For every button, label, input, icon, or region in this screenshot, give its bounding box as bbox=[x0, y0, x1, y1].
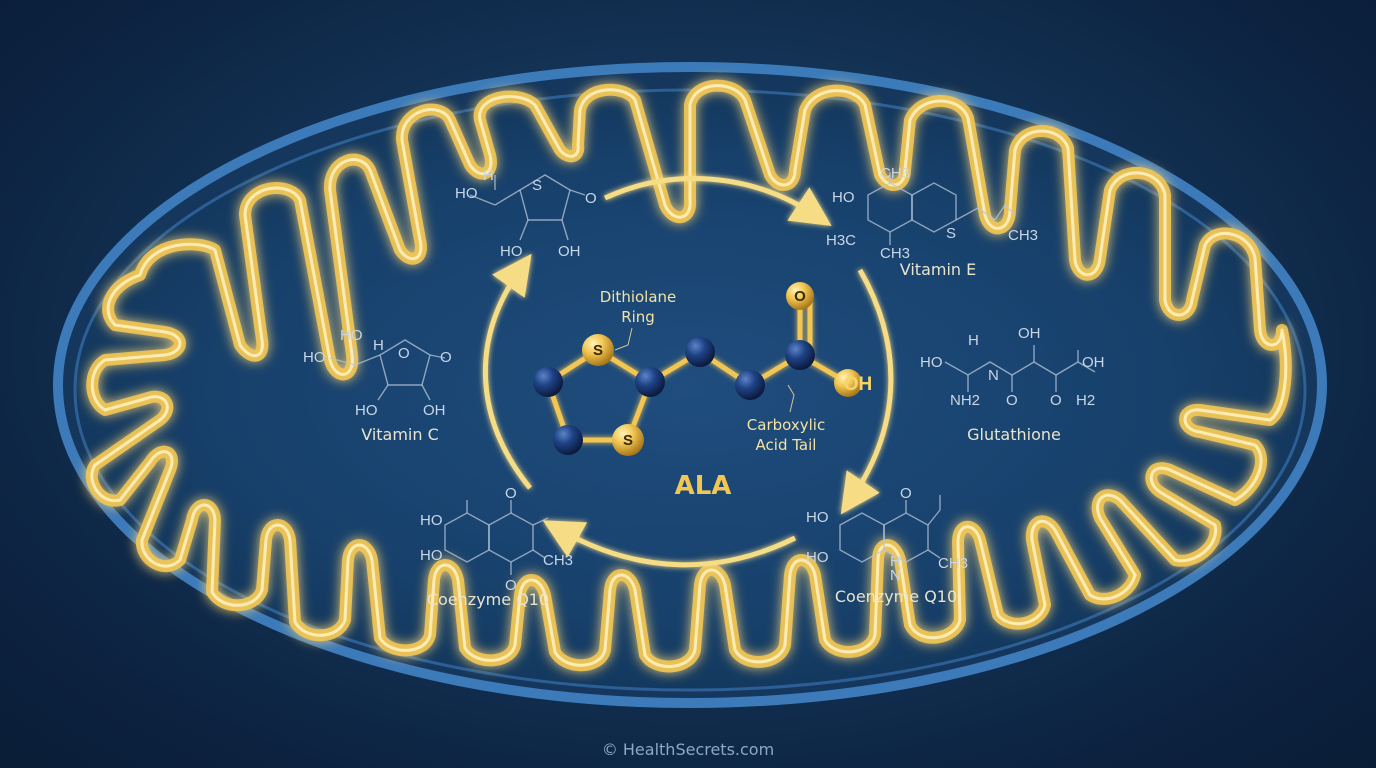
atom-sulfur-1 bbox=[582, 334, 614, 366]
svg-text:H: H bbox=[968, 332, 979, 349]
atom-carbon-3 bbox=[635, 367, 665, 397]
atom-sulfur-2 bbox=[612, 424, 644, 456]
structure-coq10-right: HO HO O H N CH3 Coenzyme Q10 bbox=[806, 485, 968, 606]
svg-text:S: S bbox=[946, 225, 956, 242]
svg-text:CH3: CH3 bbox=[880, 165, 910, 182]
svg-text:CH3: CH3 bbox=[938, 555, 968, 572]
svg-text:HO: HO bbox=[806, 509, 829, 526]
structure-coq10-left: HO HO O O CH3 Coenzyme Q10 bbox=[420, 485, 573, 609]
svg-text:HO: HO bbox=[420, 512, 443, 529]
inner-membrane-cristae bbox=[85, 79, 1292, 673]
svg-text:H3C: H3C bbox=[826, 232, 856, 249]
tail-callout-line2: Acid Tail bbox=[756, 436, 817, 454]
svg-text:NH2: NH2 bbox=[950, 392, 980, 409]
glutathione-label: Glutathione bbox=[967, 425, 1061, 444]
svg-text:H: H bbox=[483, 167, 494, 184]
svg-text:H2: H2 bbox=[1076, 392, 1095, 409]
structure-top-left: HO H S O HO OH bbox=[455, 167, 597, 260]
svg-text:CH3: CH3 bbox=[543, 552, 573, 569]
arrow-right bbox=[840, 268, 894, 515]
atom-oxygen bbox=[786, 282, 814, 310]
svg-text:HO: HO bbox=[832, 189, 855, 206]
redox-cycle-arrows bbox=[483, 176, 894, 568]
svg-text:H: H bbox=[373, 337, 384, 354]
svg-text:S: S bbox=[532, 177, 542, 194]
svg-text:HO: HO bbox=[340, 327, 363, 344]
svg-text:HO: HO bbox=[806, 549, 829, 566]
tail-callout-line bbox=[787, 384, 795, 413]
ring-callout-line2: Ring bbox=[621, 308, 655, 326]
atom-sulfur-1-label: S bbox=[593, 342, 603, 359]
atom-oxygen-label: O bbox=[794, 288, 806, 305]
ring-callout-line1: Dithiolane bbox=[600, 288, 677, 306]
atom-hydroxyl-label: OH bbox=[844, 374, 873, 395]
arrow-left bbox=[483, 253, 532, 490]
svg-text:OH: OH bbox=[423, 402, 446, 419]
outer-membrane-rim bbox=[73, 88, 1307, 692]
arrow-top bbox=[603, 176, 832, 227]
vitamin-e-label: Vitamin E bbox=[900, 260, 976, 279]
coq10-left-label: Coenzyme Q10 bbox=[427, 590, 549, 609]
svg-text:O: O bbox=[900, 485, 912, 502]
ala-title: ALA bbox=[675, 471, 732, 501]
tail-callout-line1: Carboxylic bbox=[747, 416, 825, 434]
svg-text:O: O bbox=[505, 577, 517, 594]
svg-text:HO: HO bbox=[920, 354, 943, 371]
svg-text:CH3: CH3 bbox=[1008, 227, 1038, 244]
svg-text:N: N bbox=[890, 567, 901, 584]
ala-molecule: S S O OH Dithiolane Ring Carboxylic Acid… bbox=[533, 282, 872, 501]
svg-text:CH3: CH3 bbox=[880, 245, 910, 262]
coq10-right-label: Coenzyme Q10 bbox=[835, 587, 957, 606]
svg-text:OH: OH bbox=[1082, 354, 1105, 371]
svg-text:O: O bbox=[585, 190, 597, 207]
credit-text: © HealthSecrets.com bbox=[602, 740, 774, 759]
svg-text:OH: OH bbox=[558, 243, 581, 260]
svg-text:N: N bbox=[988, 367, 999, 384]
arrow-bottom bbox=[542, 520, 797, 568]
svg-text:HO: HO bbox=[455, 185, 478, 202]
atom-hydroxyl bbox=[834, 369, 862, 397]
ring-callout-line bbox=[614, 327, 633, 351]
svg-text:HO: HO bbox=[303, 349, 326, 366]
structure-glutathione: OH HO H N OH NH2 O O H2 Glutathione bbox=[920, 325, 1105, 444]
svg-text:O: O bbox=[1050, 392, 1062, 409]
vitamin-c-label: Vitamin C bbox=[361, 425, 439, 444]
atom-carbon-1 bbox=[533, 367, 563, 397]
svg-text:O: O bbox=[398, 345, 410, 362]
svg-text:O: O bbox=[505, 485, 517, 502]
atom-carbon-6 bbox=[785, 340, 815, 370]
atom-sulfur-2-label: S bbox=[623, 432, 633, 449]
svg-text:O: O bbox=[1006, 392, 1018, 409]
structure-vitamin-e: HO CH3 H3C CH3 S CH3 Vitamin E bbox=[826, 165, 1038, 279]
svg-text:HO: HO bbox=[420, 547, 443, 564]
svg-text:O: O bbox=[440, 349, 452, 366]
svg-text:HO: HO bbox=[355, 402, 378, 419]
atom-carbon-5 bbox=[735, 370, 765, 400]
svg-text:OH: OH bbox=[1018, 325, 1041, 342]
structure-vitamin-c: HO HO H O O HO OH Vitamin C bbox=[303, 327, 452, 444]
atom-carbon-2 bbox=[553, 425, 583, 455]
atom-carbon-4 bbox=[685, 337, 715, 367]
svg-text:HO: HO bbox=[500, 243, 523, 260]
svg-text:H: H bbox=[890, 553, 901, 570]
